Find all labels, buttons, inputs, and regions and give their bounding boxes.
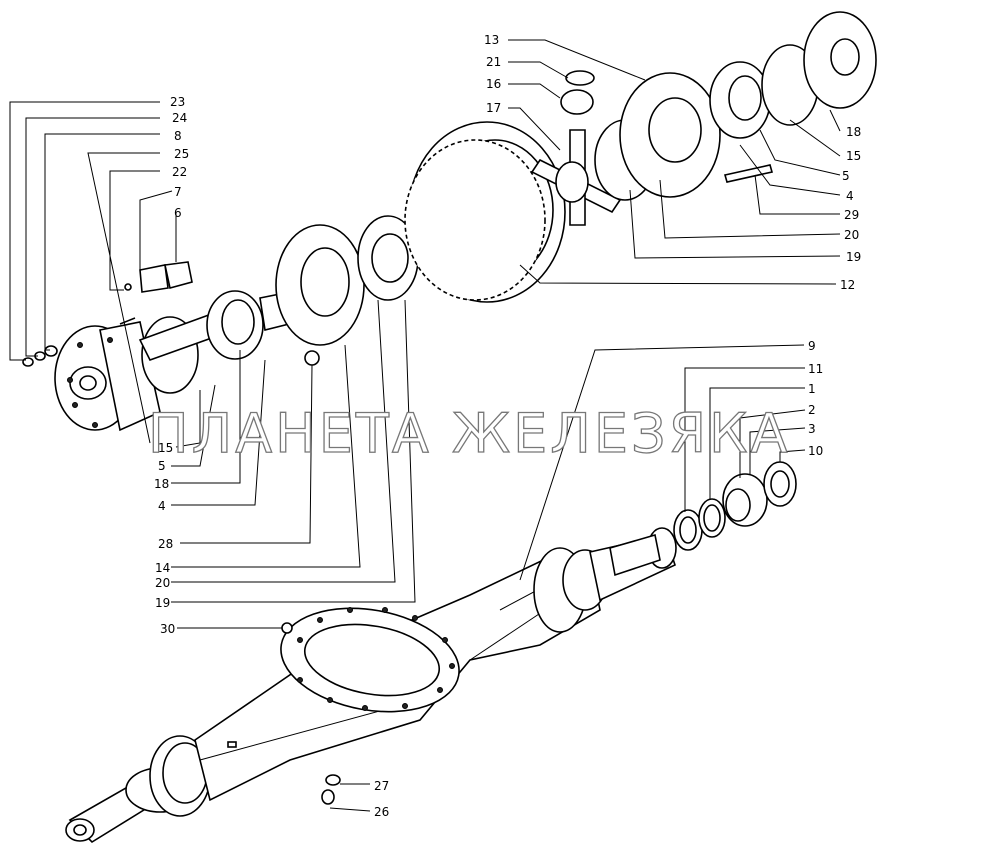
callout-19-right: 19 [846, 250, 861, 264]
callout-10: 10 [808, 444, 823, 458]
watermark-text: ПЛАНЕТА ЖЕЛЕЗЯКА [148, 402, 790, 465]
callout-2: 2 [808, 403, 816, 417]
callout-21: 21 [486, 55, 501, 69]
callout-6: 6 [174, 206, 182, 220]
callout-18-right: 18 [846, 125, 861, 139]
callout-22: 22 [172, 165, 187, 179]
callout-28: 28 [158, 537, 173, 551]
callout-19-left: 19 [155, 596, 170, 610]
callout-1: 1 [808, 382, 816, 396]
callout-26: 26 [374, 805, 389, 819]
callout-7: 7 [174, 185, 182, 199]
pinion-carrier [275, 215, 419, 366]
callout-27: 27 [374, 779, 389, 793]
callout-3: 3 [808, 422, 816, 436]
callout-29: 29 [844, 208, 859, 222]
callout-8: 8 [174, 129, 182, 143]
right-diff-case [594, 11, 877, 201]
drain-plug-26-27 [321, 774, 341, 805]
callout-24: 24 [172, 111, 187, 125]
left-diff-case [22, 261, 306, 432]
seal-stack [673, 461, 797, 551]
callout-4-right: 4 [846, 189, 854, 203]
callout-9: 9 [808, 339, 816, 353]
axle-housing [65, 527, 677, 844]
callout-15-right: 15 [846, 149, 861, 163]
breather-30 [281, 622, 293, 634]
callout-20-right: 20 [844, 228, 859, 242]
callout-11: 11 [808, 362, 823, 376]
callout-5-left: 5 [158, 459, 166, 473]
spider-gears [530, 70, 622, 226]
callout-20-left: 20 [155, 576, 170, 590]
callout-17: 17 [486, 101, 501, 115]
callout-16: 16 [486, 77, 501, 91]
leader-lines [9, 39, 841, 812]
callout-5-right: 5 [842, 169, 850, 183]
ring-gear [404, 121, 566, 303]
callout-25: 25 [174, 147, 189, 161]
callout-30: 30 [160, 622, 175, 636]
callout-14: 14 [155, 561, 170, 575]
callout-labels: 23 24 8 25 22 7 6 15 5 18 4 28 14 20 19 … [154, 33, 861, 819]
callout-15-left: 15 [158, 441, 173, 455]
callout-4-left: 4 [158, 499, 166, 513]
callout-12: 12 [840, 278, 855, 292]
callout-23: 23 [170, 95, 185, 109]
callout-18-left: 18 [154, 477, 169, 491]
callout-13: 13 [484, 33, 499, 47]
